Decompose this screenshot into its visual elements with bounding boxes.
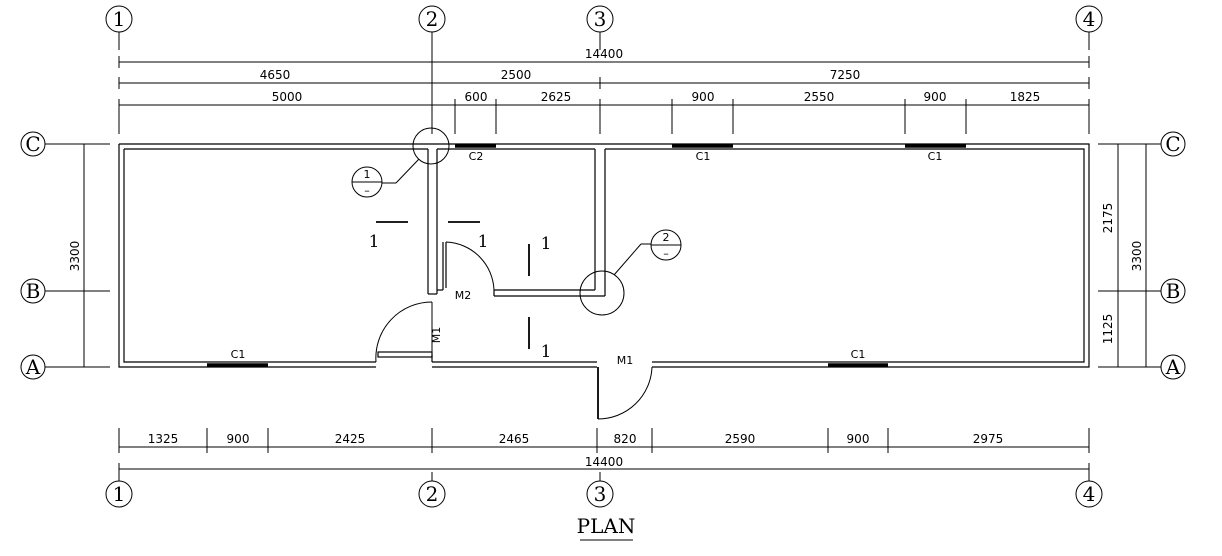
dim-top-2550: 2550 bbox=[804, 90, 835, 104]
dim-top-600: 600 bbox=[465, 90, 488, 104]
grid-label-bottom-3: 3 bbox=[594, 482, 607, 506]
dim-bottom-total: 14400 bbox=[585, 455, 623, 469]
drawing-title: PLAN bbox=[577, 514, 636, 541]
door-label-m2: M2 bbox=[455, 289, 472, 302]
grid-label-top-4: 4 bbox=[1083, 7, 1096, 31]
window-label-c1-bottom-1: C1 bbox=[231, 348, 246, 361]
dim-top-7250: 7250 bbox=[830, 68, 861, 82]
dim-bottom-900b: 900 bbox=[847, 432, 870, 446]
dim-bottom-1325: 1325 bbox=[148, 432, 179, 446]
grid-axis-top: 1 2 3 4 bbox=[105, 5, 1103, 50]
section-mark-1b: 1 bbox=[478, 232, 489, 252]
dim-top-1825: 1825 bbox=[1010, 90, 1041, 104]
grid-label-top-2: 2 bbox=[426, 7, 439, 31]
dim-top-900a: 900 bbox=[692, 90, 715, 104]
section-mark-1d: 1 bbox=[541, 342, 552, 362]
dim-top-900b: 900 bbox=[924, 90, 947, 104]
grid-label-bottom-1: 1 bbox=[113, 482, 126, 506]
grid-label-left-a: A bbox=[25, 355, 41, 379]
window-label-c1-top-1: C1 bbox=[696, 150, 711, 163]
dimensions-right: 2175 1125 3300 bbox=[1101, 143, 1152, 368]
plan-title: PLAN bbox=[577, 514, 636, 538]
section-mark-1c: 1 bbox=[541, 234, 552, 254]
dim-top-2500: 2500 bbox=[501, 68, 532, 82]
dimensions-left: 3300 bbox=[68, 143, 90, 368]
grid-label-bottom-4: 4 bbox=[1083, 482, 1096, 506]
doors: M1 M1 M2 bbox=[375, 241, 653, 420]
detail-callout-1-number: 1 bbox=[364, 168, 371, 181]
dim-right-2175: 2175 bbox=[1101, 203, 1115, 234]
grid-label-bottom-2: 2 bbox=[426, 482, 439, 506]
walls bbox=[118, 143, 1090, 368]
grid-label-right-c: C bbox=[1165, 132, 1180, 156]
window-label-c1-bottom-2: C1 bbox=[851, 348, 866, 361]
dim-bottom-820: 820 bbox=[614, 432, 637, 446]
grid-axis-right: C B A bbox=[1098, 131, 1186, 380]
grid-label-top-3: 3 bbox=[594, 7, 607, 31]
dim-top-total: 14400 bbox=[585, 47, 623, 61]
door-label-m1-main: M1 bbox=[617, 354, 634, 367]
section-mark-1a: 1 bbox=[369, 232, 380, 252]
dimensions-bottom: 1325 900 2425 2465 820 2590 900 2975 144… bbox=[118, 428, 1090, 475]
detail-callout-2-number: 2 bbox=[663, 231, 670, 244]
dim-top-4650: 4650 bbox=[260, 68, 291, 82]
detail-callout-2-ref: – bbox=[663, 247, 669, 260]
windows: C2 C1 C1 C1 C1 bbox=[207, 144, 966, 367]
dim-bottom-2425: 2425 bbox=[335, 432, 366, 446]
dim-right-1125: 1125 bbox=[1101, 314, 1115, 345]
dim-bottom-900a: 900 bbox=[227, 432, 250, 446]
grid-label-right-a: A bbox=[1165, 355, 1181, 379]
dim-top-5000: 5000 bbox=[272, 90, 303, 104]
door-label-m1-left: M1 bbox=[430, 327, 443, 344]
dim-bottom-2590: 2590 bbox=[725, 432, 756, 446]
grid-label-left-c: C bbox=[25, 132, 40, 156]
dim-top-2625: 2625 bbox=[541, 90, 572, 104]
dim-left-3300: 3300 bbox=[68, 241, 82, 272]
grid-axis-bottom: 1 2 3 4 bbox=[105, 472, 1103, 508]
dimensions-top: 14400 4650 2500 7250 5000 600 2625 900 2… bbox=[118, 47, 1090, 134]
detail-callout-1-ref: – bbox=[364, 184, 370, 197]
grid-label-top-1: 1 bbox=[113, 7, 126, 31]
window-label-c2: C2 bbox=[469, 150, 484, 163]
dim-right-3300: 3300 bbox=[1130, 241, 1144, 272]
dim-bottom-2465: 2465 bbox=[499, 432, 530, 446]
detail-callouts: 1 – 2 – bbox=[351, 127, 682, 316]
grid-label-left-b: B bbox=[26, 279, 41, 303]
grid-axis-left: C B A bbox=[20, 131, 110, 380]
dim-bottom-2975: 2975 bbox=[973, 432, 1004, 446]
grid-label-right-b: B bbox=[1166, 279, 1181, 303]
section-marks: 1 1 1 1 bbox=[369, 221, 552, 362]
window-label-c1-top-2: C1 bbox=[928, 150, 943, 163]
